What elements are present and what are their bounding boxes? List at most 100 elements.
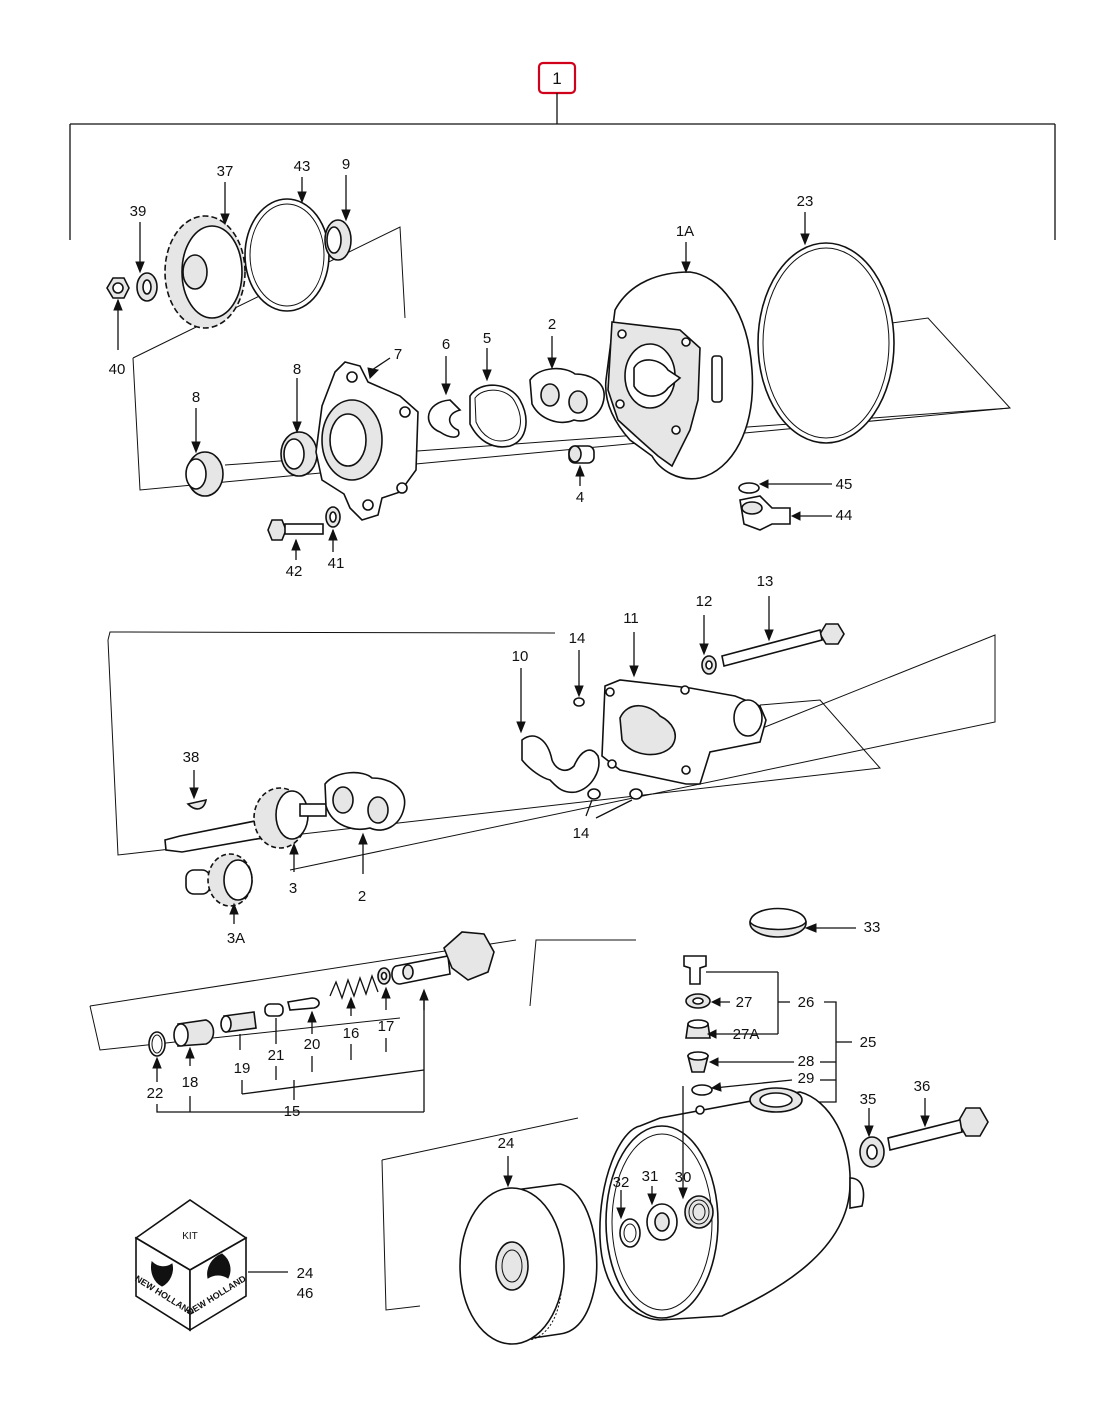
part-3-drive-shaft-gear[interactable] bbox=[164, 787, 327, 872]
callout-8-left: 8 bbox=[192, 389, 200, 406]
callout-21: 21 bbox=[268, 1047, 285, 1064]
assembly-callout-label: 1 bbox=[552, 69, 561, 88]
part-21-pin[interactable] bbox=[264, 1003, 284, 1044]
part-36-bolt[interactable] bbox=[887, 1098, 989, 1151]
part-9-seal[interactable] bbox=[324, 175, 352, 261]
part-5-seal[interactable] bbox=[469, 348, 527, 448]
part-43-o-ring[interactable] bbox=[244, 177, 330, 312]
callout-3: 3 bbox=[289, 880, 297, 897]
part-2-bushing-upper[interactable] bbox=[529, 336, 605, 424]
part-32-seal[interactable] bbox=[616, 1190, 641, 1248]
callout-24: 24 bbox=[498, 1135, 515, 1152]
callout-38: 38 bbox=[183, 749, 200, 766]
callout-18: 18 bbox=[182, 1074, 199, 1091]
part-19-sleeve[interactable] bbox=[220, 1011, 257, 1050]
part-14-o-ring-top[interactable] bbox=[573, 650, 585, 707]
part-2-bushing-lower[interactable] bbox=[324, 771, 406, 874]
callout-8-right: 8 bbox=[293, 361, 301, 378]
part-1A-pump-body[interactable] bbox=[604, 242, 754, 480]
section-outline-relief-valve bbox=[89, 939, 636, 1051]
part-11-rear-cover[interactable] bbox=[601, 632, 767, 785]
part-27A-nut[interactable] bbox=[685, 1019, 717, 1039]
callout-39: 39 bbox=[130, 203, 147, 220]
callout-2-upper: 2 bbox=[548, 316, 556, 333]
callout-22: 22 bbox=[147, 1085, 164, 1102]
part-20-poppet[interactable] bbox=[287, 997, 320, 1034]
part-24-filter[interactable] bbox=[459, 1156, 598, 1345]
callout-27: 27 bbox=[736, 994, 753, 1011]
part-42-bolt[interactable] bbox=[267, 519, 324, 560]
part-30-spring[interactable] bbox=[678, 1086, 714, 1229]
part-16-spring[interactable] bbox=[329, 974, 379, 1016]
callout-3A: 3A bbox=[227, 930, 245, 947]
callout-10: 10 bbox=[512, 648, 529, 665]
callout-27A: 27A bbox=[733, 1026, 760, 1043]
callout-16: 16 bbox=[343, 1025, 360, 1042]
part-25-reservoir-bracket bbox=[818, 1001, 852, 1103]
callout-33: 33 bbox=[864, 919, 881, 936]
part-15-relief-valve-bracket bbox=[156, 1000, 425, 1113]
part-3A-driven-gear[interactable] bbox=[185, 853, 253, 924]
callout-24-kit: 24 bbox=[297, 1265, 314, 1282]
callout-45: 45 bbox=[836, 476, 853, 493]
part-37-gear[interactable] bbox=[164, 182, 246, 329]
part-18-seat[interactable] bbox=[173, 1019, 215, 1066]
part-31-washer[interactable] bbox=[646, 1186, 678, 1241]
part-28-spring-seat[interactable] bbox=[686, 1051, 794, 1073]
section-outline-gear-plate bbox=[107, 631, 996, 871]
part-44-elbow-fitting[interactable] bbox=[739, 495, 832, 531]
part-41-washer[interactable] bbox=[325, 506, 341, 552]
part-45-o-ring[interactable] bbox=[738, 479, 832, 494]
callout-29: 29 bbox=[798, 1070, 815, 1087]
callout-28: 28 bbox=[798, 1053, 815, 1070]
callout-7: 7 bbox=[394, 346, 402, 363]
part-10-seal[interactable] bbox=[516, 668, 600, 794]
relief-valve-plug[interactable] bbox=[391, 931, 495, 1010]
callout-20: 20 bbox=[304, 1036, 321, 1053]
part-7-front-cover[interactable] bbox=[315, 357, 419, 521]
part-13-bolt[interactable] bbox=[721, 596, 845, 667]
part-39-washer[interactable] bbox=[135, 222, 158, 302]
callout-42: 42 bbox=[286, 563, 303, 580]
assembly-bracket bbox=[69, 93, 1056, 240]
assembly-callout-1[interactable]: 1 bbox=[537, 61, 577, 95]
callout-14-top: 14 bbox=[569, 630, 586, 647]
callout-9: 9 bbox=[342, 156, 350, 173]
part-14-o-ring-bottom[interactable] bbox=[585, 788, 643, 819]
part-22-ring[interactable] bbox=[148, 1031, 166, 1082]
part-40-nut[interactable] bbox=[106, 277, 130, 350]
section-outline-reservoir bbox=[381, 1117, 579, 1311]
callout-5: 5 bbox=[483, 330, 491, 347]
callout-23: 23 bbox=[797, 193, 814, 210]
part-26-filter-bolt[interactable] bbox=[683, 955, 790, 1035]
part-38-key[interactable] bbox=[186, 770, 208, 810]
callout-32: 32 bbox=[613, 1174, 630, 1191]
part-6-seal[interactable] bbox=[427, 356, 462, 438]
part-8-seal-right[interactable] bbox=[280, 378, 318, 477]
callout-40: 40 bbox=[109, 361, 126, 378]
part-12-washer[interactable] bbox=[699, 615, 717, 675]
kit-box[interactable]: KIT NEW HOLLAND NEW HOLLAND bbox=[133, 1199, 288, 1332]
part-29-snap-ring[interactable] bbox=[691, 1079, 793, 1096]
callout-14-bottom: 14 bbox=[573, 825, 590, 842]
callout-4: 4 bbox=[576, 489, 584, 506]
callout-13: 13 bbox=[757, 573, 774, 590]
part-27-washer[interactable] bbox=[685, 993, 730, 1009]
new-holland-leaf-logo-icon bbox=[151, 1253, 231, 1287]
callout-25: 25 bbox=[860, 1034, 877, 1051]
callout-30: 30 bbox=[675, 1169, 692, 1186]
callout-36: 36 bbox=[914, 1078, 931, 1095]
callout-43: 43 bbox=[294, 158, 311, 175]
callout-37: 37 bbox=[217, 163, 234, 180]
callout-11: 11 bbox=[623, 610, 639, 627]
callout-19: 19 bbox=[234, 1060, 251, 1077]
part-4-dowel[interactable] bbox=[568, 445, 595, 486]
part-17-washer[interactable] bbox=[377, 967, 391, 1010]
reservoir-body[interactable] bbox=[599, 1087, 865, 1321]
part-23-o-ring[interactable] bbox=[757, 212, 895, 444]
callout-46-kit: 46 bbox=[297, 1285, 314, 1302]
part-35-washer[interactable] bbox=[859, 1108, 885, 1168]
callout-31: 31 bbox=[642, 1168, 659, 1185]
part-8-seal-left[interactable] bbox=[185, 408, 224, 497]
part-33-reservoir-cap[interactable] bbox=[749, 907, 856, 938]
